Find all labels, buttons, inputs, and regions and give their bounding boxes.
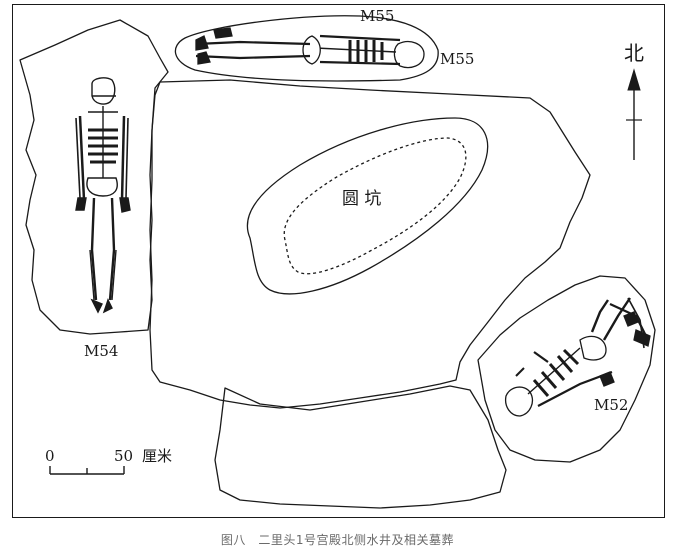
round-pit-label: 圆 坑 (342, 189, 381, 209)
lower-feature-outline (214, 385, 507, 509)
scale-zero-label: 0 (45, 447, 55, 465)
m54-pit-outline (19, 19, 169, 335)
m54-skull (91, 77, 116, 105)
north-label: 北 (624, 41, 644, 65)
m55-pit-outline (174, 15, 439, 82)
m52-skull (504, 386, 534, 417)
m54-skeleton (75, 77, 131, 314)
round-pit-outer (246, 117, 489, 295)
m55-label-side: M55 (440, 50, 474, 68)
m52-skeleton (504, 297, 651, 417)
scale-unit-label: 厘米 (142, 447, 172, 465)
main-feature-outline (149, 79, 591, 409)
m55-label-top: M55 (360, 7, 394, 25)
m55-skull (393, 40, 425, 69)
m55-skeleton (195, 27, 425, 69)
m54-label: M54 (84, 342, 118, 360)
figure-caption: 图八 二里头1号宫殿北侧水井及相关墓葬 (220, 533, 455, 547)
m52-label: M52 (594, 396, 628, 414)
round-pit-inner (283, 137, 467, 275)
figure-frame (12, 4, 665, 518)
scale-bar (49, 466, 125, 475)
m52-pit-outline (477, 275, 656, 463)
scale-value-label: 50 (114, 447, 133, 465)
north-arrow-icon (626, 68, 642, 160)
